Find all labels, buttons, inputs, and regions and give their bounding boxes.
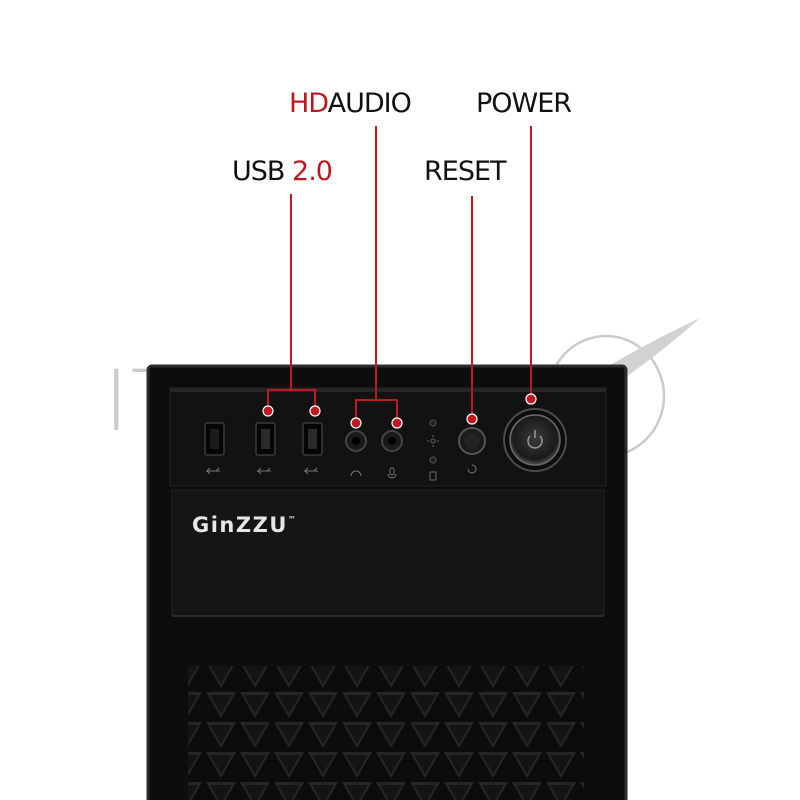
usb-port-1[interactable] [255,422,276,456]
reset-button[interactable] [458,427,486,455]
usb-label: USB 2.0 [232,156,333,187]
usb-icon [206,467,318,475]
power-label: POWER [476,88,572,119]
microphone-jack[interactable] [381,430,403,452]
power-icon [527,430,543,449]
callout-dots [262,393,537,429]
headphone-jack[interactable] [345,430,367,452]
power-led-icon [427,435,439,447]
microphone-icon [387,467,397,479]
usb-label-version: 2.0 [292,156,333,187]
usb-callout-bracket [267,389,316,408]
status-leds [427,419,439,481]
hd-audio-label: HDAUDIO [289,88,412,119]
usb-port-blank[interactable] [204,422,225,456]
hd-audio-label-accent: HD [289,88,329,119]
headphone-icon [350,470,362,477]
usb-port-2[interactable] [302,422,323,456]
reset-icon [467,464,477,474]
callout-lines [267,126,532,420]
usb-label-text: USB [232,156,285,187]
pc-case [146,364,628,800]
hdd-led-icon [429,471,437,481]
brand-logo: GinZZU™ [192,513,296,537]
brand-trademark: ™ [287,515,296,524]
reset-label: RESET [424,156,507,187]
hd-audio-label-rest: AUDIO [327,88,412,119]
brand-name: GinZZU [192,513,288,537]
power-button[interactable] [503,408,567,472]
hdaudio-callout-bracket [355,399,398,420]
